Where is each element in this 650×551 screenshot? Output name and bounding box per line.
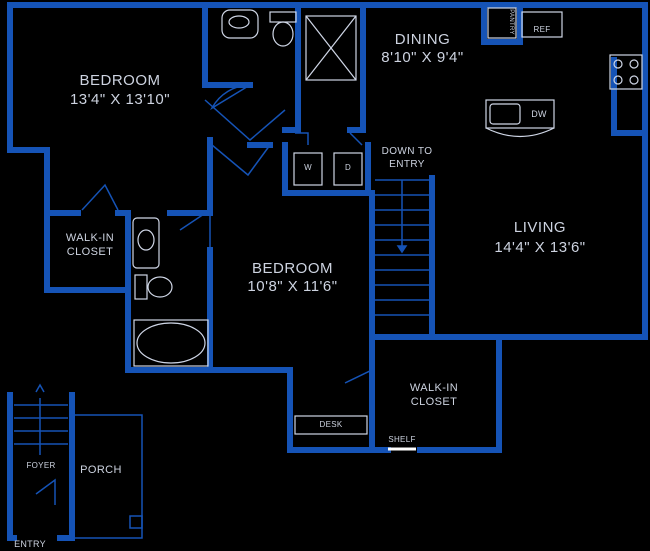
kitchen-fixtures: [485, 7, 643, 137]
stair-treads: [375, 179, 430, 316]
foyer-stair-treads: [14, 398, 68, 455]
bath1-fixtures: [221, 9, 357, 81]
wall-shower: [282, 2, 301, 133]
wall-laundry: [282, 142, 371, 196]
foyer-label: FOYER: [26, 461, 56, 470]
wall-foyer-right: [57, 392, 75, 541]
wall-pantry: [481, 2, 523, 45]
wall-bath2-bottom: [125, 292, 293, 373]
walkin2-line1: WALK-IN: [409, 382, 459, 394]
walkin1-line2: CLOSET: [66, 246, 114, 258]
pantry-label: PANTRY: [508, 9, 514, 35]
bedroom1-name: BEDROOM: [79, 72, 161, 89]
dining-size: 8'10" X 9'4": [381, 49, 464, 66]
shelf-label: SHELF: [388, 435, 416, 444]
wall-top: [7, 2, 648, 136]
laundry-boxes: [293, 152, 363, 186]
bedroom1-size: 13'4" X 13'10": [69, 91, 171, 108]
bedroom2-size: 10'8" X 11'6": [247, 278, 338, 295]
wall-right: [540, 130, 648, 340]
down-to-entry-line2: ENTRY: [389, 159, 425, 170]
wall-dining-left: [347, 2, 366, 133]
wall-left-bedroom: [7, 2, 81, 216]
bedroom2-name: BEDROOM: [251, 260, 333, 277]
walkin1-line1: WALK-IN: [65, 232, 115, 244]
porch-outline: [71, 414, 143, 539]
wall-walkin-closet-bottom: [417, 334, 502, 453]
dryer-label: D: [344, 163, 352, 172]
wall-walkin1: [44, 210, 131, 293]
wall-bottom-bedroom2: [287, 367, 391, 453]
walkin2-line2: CLOSET: [410, 396, 458, 408]
living-size: 14'4" X 13'6": [494, 239, 586, 256]
desk-outline: [294, 415, 368, 435]
down-to-entry-line1: DOWN TO: [381, 146, 433, 157]
door-swings: [35, 84, 373, 505]
dw-label: DW: [531, 109, 547, 119]
bath2-fixtures: [132, 217, 209, 367]
wall-foyer: [7, 392, 17, 541]
porch-column: [129, 515, 143, 529]
desk-label: DESK: [319, 420, 343, 429]
living-name: LIVING: [513, 219, 567, 236]
entry-label: ENTRY: [14, 539, 46, 549]
porch-label: PORCH: [80, 464, 122, 476]
wall-bedroom1-right: [167, 137, 213, 216]
ref-label: REF: [533, 25, 551, 34]
dining-name: DINING: [394, 31, 451, 48]
washer-label: W: [304, 163, 312, 172]
